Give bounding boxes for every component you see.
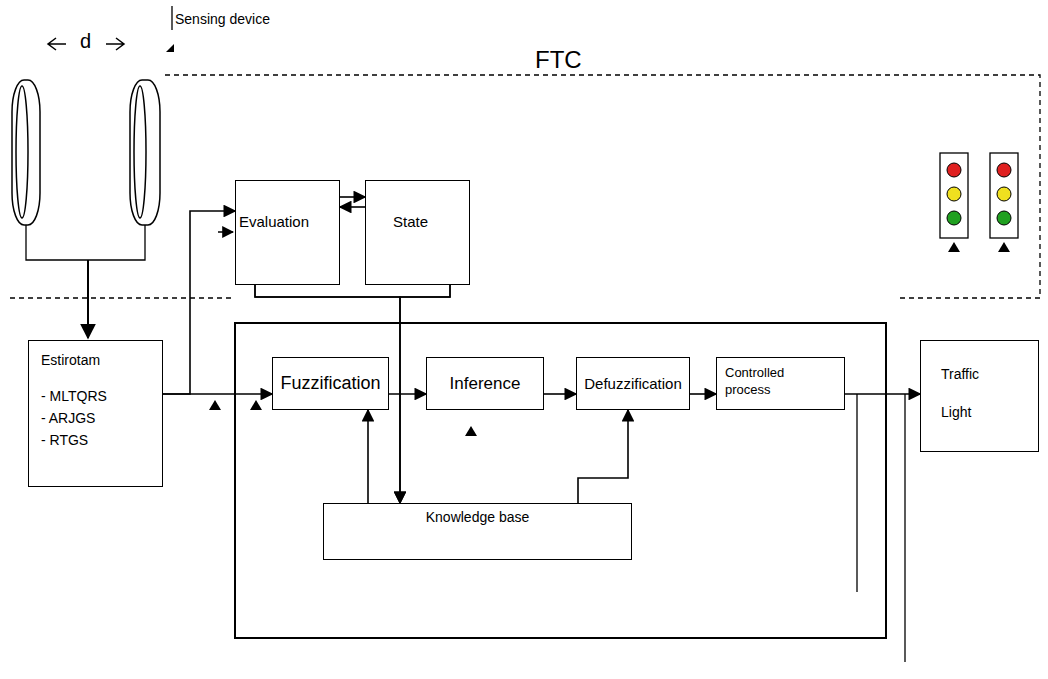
process-box: Defuzzification (576, 357, 690, 410)
output-line (856, 394, 857, 592)
node-item: - RTGS (41, 429, 152, 451)
yellow-lamp (997, 187, 1011, 201)
knowledge-base-box: Knowledge base (323, 503, 632, 560)
connector-arrow (163, 211, 235, 394)
node-title: Fuzzification (280, 373, 380, 394)
input-arrow (218, 231, 233, 233)
connector-arrow (578, 410, 628, 503)
loop-coil-inner (16, 86, 28, 218)
signal-head (990, 153, 1018, 238)
process-box: Fuzzification (272, 357, 389, 410)
node-title: Knowledge base (330, 509, 625, 525)
node-title: Defuzzification (584, 375, 682, 392)
node-item: - ARJGS (41, 407, 152, 429)
loop-coil-inner (134, 86, 146, 218)
green-lamp (997, 211, 1011, 225)
dashed-border (10, 297, 232, 298)
connector-arrow (845, 393, 920, 395)
yellow-lamp (947, 187, 961, 201)
connector-arrow (544, 393, 576, 395)
controller-frame (235, 323, 886, 638)
node-title: Inference (450, 374, 521, 394)
pointer-triangle (998, 242, 1010, 252)
process-box: Inference (426, 357, 544, 410)
loop-coil (12, 80, 40, 225)
leader-line (171, 6, 172, 30)
ftc-region (10, 75, 1040, 298)
signal-head (940, 153, 968, 238)
state-box: State (365, 180, 470, 285)
bracket (255, 285, 450, 297)
red-lamp (947, 163, 961, 177)
node-title: Traffic Light (941, 355, 996, 431)
connector-arrow (340, 206, 365, 208)
sensor-wires (26, 225, 145, 338)
connector-arrow (255, 285, 400, 503)
process-box: Controlled process (716, 357, 845, 410)
pointer-triangle (209, 400, 221, 410)
traffic-light-box: Traffic Light (920, 340, 1039, 452)
pointer-triangle (166, 44, 174, 52)
connector-arrow (340, 196, 365, 198)
wire (26, 225, 145, 260)
inductive-loop-sensors (12, 80, 160, 225)
connector-arrow (389, 393, 426, 395)
dimension-arrow (106, 38, 124, 50)
connector-arrow (367, 410, 369, 503)
estimation-box: Estirotam - MLTQRS- ARJGS- RTGS (28, 340, 163, 487)
dimension-label: d (80, 30, 91, 53)
pointer-triangle (465, 426, 477, 436)
node-title: Controlled process (725, 364, 807, 398)
dimension-arrow (48, 38, 66, 50)
pointer-triangle (948, 242, 960, 252)
green-lamp (947, 211, 961, 225)
region-label: FTC (535, 46, 582, 74)
node-title: State (393, 213, 465, 230)
device-label: Sensing device (175, 11, 270, 27)
pointer-triangle (250, 400, 262, 410)
node-title: Evaluation (239, 213, 336, 230)
node-item: - MLTQRS (41, 385, 152, 407)
output-line (904, 394, 905, 662)
loop-coil (130, 80, 160, 225)
node-title: Estirotam (41, 349, 152, 371)
output-lines (857, 394, 905, 662)
dashed-border (165, 75, 1040, 298)
evaluation-box: Evaluation (235, 180, 340, 285)
wire (87, 260, 89, 338)
connector-arrow (690, 393, 716, 395)
red-lamp (997, 163, 1011, 177)
traffic-light-icons (940, 153, 1018, 252)
